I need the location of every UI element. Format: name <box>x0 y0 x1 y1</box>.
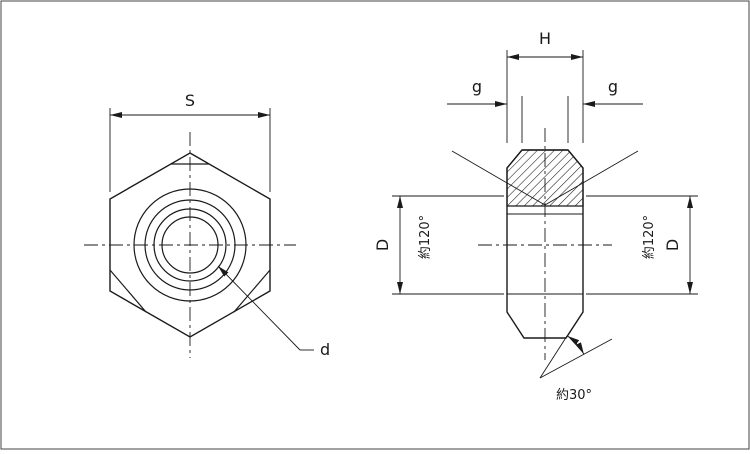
dim-g-left-label: g <box>472 77 482 96</box>
angle-30-annotation: 約30° <box>539 335 613 403</box>
leader-d: d <box>217 265 330 359</box>
angle-30-arc <box>567 335 585 355</box>
angle-120-line-left <box>451 150 546 206</box>
circle-thread-major <box>153 208 227 282</box>
dimension-h: H <box>506 29 584 143</box>
circle-chamfer <box>133 188 247 302</box>
dim-d-left-label: D <box>373 239 392 251</box>
front-view: S d <box>84 91 330 359</box>
dim-g-right-label: g <box>608 77 618 96</box>
projection-mark-bottom-right <box>233 269 271 313</box>
leader-d-line <box>217 265 301 351</box>
angle-120-label-right: 約120° <box>642 215 657 259</box>
dimension-g-left: g <box>447 77 523 143</box>
dimension-d-right: D <box>586 195 698 295</box>
projection-mark-bottom-left <box>109 269 147 313</box>
angle-30-reference-line <box>539 338 613 379</box>
angle-120-label-left: 約120° <box>418 215 433 259</box>
side-view: 約120° 約120° H g g D <box>373 29 698 403</box>
angle-30-label: 約30° <box>556 388 592 403</box>
dimension-d-left: D <box>373 195 504 295</box>
dimension-s: S <box>109 91 271 192</box>
circle-countersink <box>144 199 236 291</box>
leader-d-label: d <box>320 340 330 359</box>
dim-h-label: H <box>539 29 551 48</box>
hexagon-outline <box>109 152 271 338</box>
angle-30-chamfer-extension <box>539 335 568 379</box>
dim-s-label: S <box>185 91 195 110</box>
dim-d-right-label: D <box>663 239 682 251</box>
dimension-g-right: g <box>567 77 643 143</box>
circle-thread-minor <box>161 216 219 274</box>
angle-120-line-right <box>544 150 639 206</box>
